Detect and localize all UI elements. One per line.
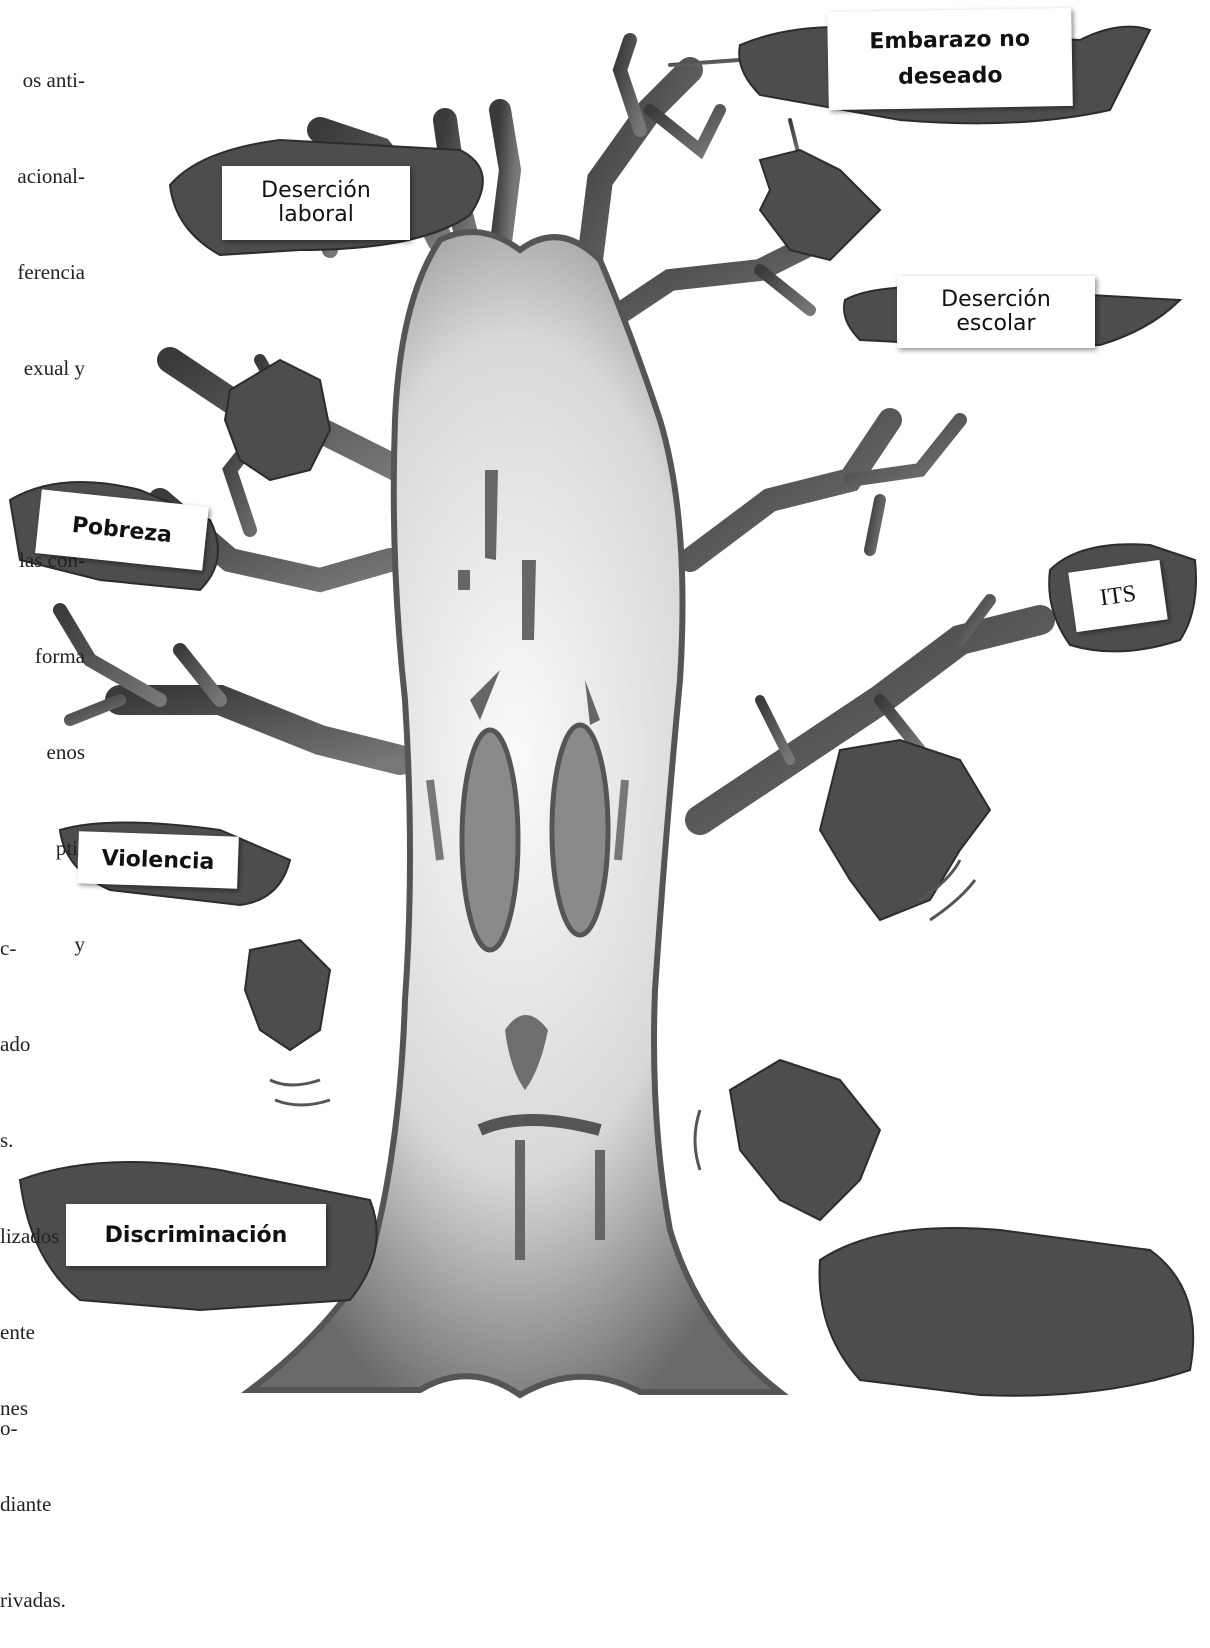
text-line: exual y [0,352,85,384]
label-discriminacion: Discriminación [66,1204,326,1266]
leaf [730,1060,880,1220]
label-text: Pobreza [71,512,173,547]
label-line: deseado [870,58,1031,97]
text-line: nes [0,1392,90,1424]
label-text: Violencia [101,846,215,875]
leaf [820,1228,1194,1396]
label-violencia: Violencia [77,831,239,889]
text-line: pti- [0,832,85,864]
label-line: escolar [941,312,1051,336]
label-line: Embarazo no [869,22,1030,61]
text-line: rivadas. [0,1584,90,1616]
label-embarazo-no-deseado: Embarazo no deseado [827,8,1073,110]
text-fragment-bottom-left: nes diante rivadas. [0,1328,90,1648]
leaf [760,150,880,260]
text-line: ado [0,1028,72,1060]
label-text: Discriminación [105,1223,288,1248]
label-its: ITS [1068,560,1167,632]
text-line: forma [0,640,85,672]
text-line: ferencia [0,256,85,288]
text-line: os anti- [0,64,85,96]
label-text: ITS [1098,580,1137,612]
text-line: enos [0,736,85,768]
label-line: Deserción [261,179,371,203]
text-line: c- [0,932,72,964]
text-line: s. [0,1124,72,1156]
text-line: acional- [0,160,85,192]
text-line: diante [0,1488,90,1520]
label-line: Deserción [941,288,1051,312]
label-line: laboral [261,203,371,227]
label-desercion-laboral: Deserción laboral [222,166,410,240]
leaf [245,940,330,1050]
text-line: lizados [0,1220,72,1252]
label-desercion-escolar: Deserción escolar [897,276,1095,348]
text-line [0,448,85,480]
